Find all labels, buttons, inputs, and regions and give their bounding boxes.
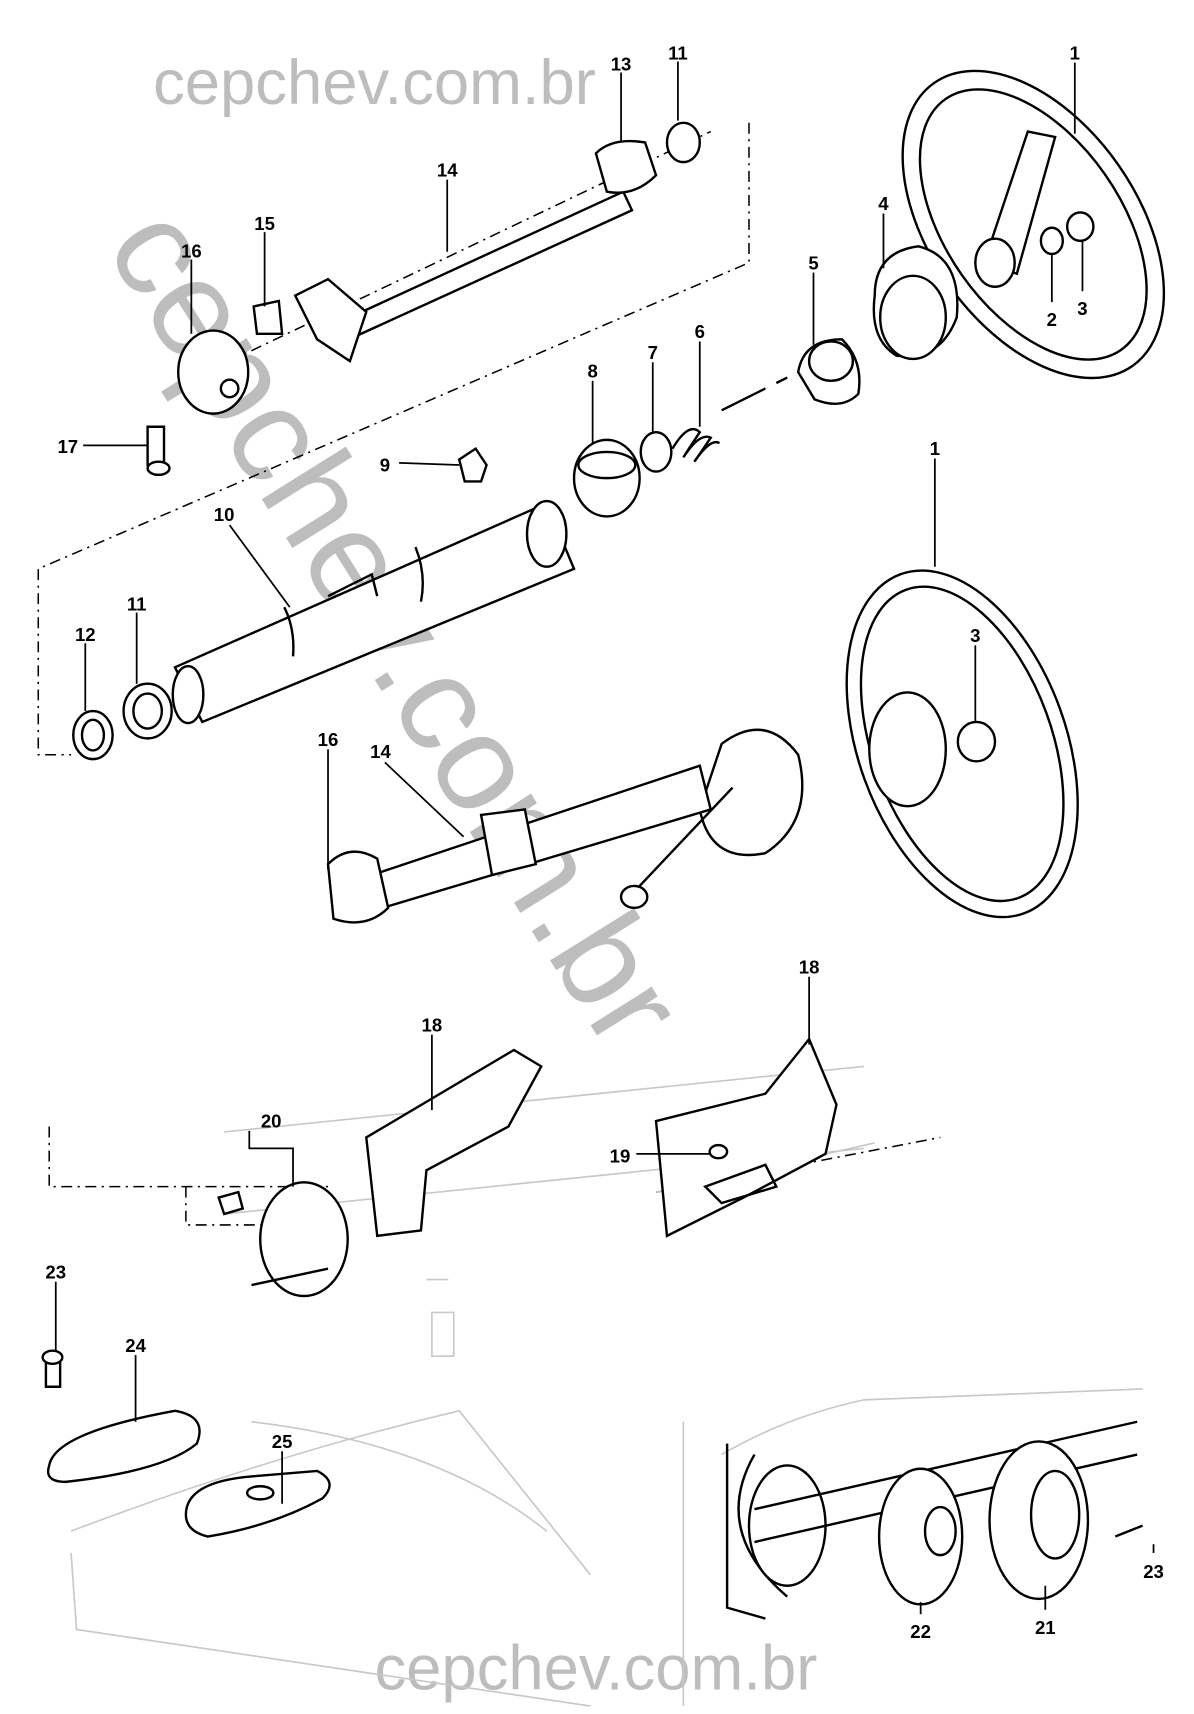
watermark-bottom: cepchev.com.br xyxy=(374,1634,817,1704)
callout-7: 7 xyxy=(648,342,658,363)
column-jacket xyxy=(171,499,576,725)
callout-5: 5 xyxy=(808,252,818,273)
callout-6: 6 xyxy=(695,321,705,342)
callout-3: 3 xyxy=(1077,298,1087,319)
watermark-top: cepchev.com.br xyxy=(153,48,596,118)
column-support-brackets xyxy=(217,1036,875,1357)
callout-11: 11 xyxy=(668,42,688,63)
callout-labels: 1 2 3 4 5 6 7 8 9 10 11 12 13 14 15 16 1… xyxy=(45,42,1163,1642)
leader-lines xyxy=(54,61,1155,1615)
callout-24: 24 xyxy=(125,1335,146,1356)
callout-2: 2 xyxy=(1047,309,1057,330)
callout-23-left: 23 xyxy=(45,1262,66,1283)
callout-16-lower: 16 xyxy=(318,729,339,750)
steering-shaft-upper xyxy=(146,121,701,477)
callout-3-lower: 3 xyxy=(970,625,980,646)
callout-21: 21 xyxy=(1035,1617,1056,1638)
callout-20: 20 xyxy=(261,1111,282,1132)
floor-seal-assembly xyxy=(41,1349,592,1707)
callout-15: 15 xyxy=(254,213,275,234)
callout-11-lower: 11 xyxy=(127,593,147,614)
callout-8: 8 xyxy=(587,361,597,382)
callout-22: 22 xyxy=(910,1621,931,1642)
callout-14-lower: 14 xyxy=(370,741,391,762)
bushings-left xyxy=(72,682,173,761)
callout-17: 17 xyxy=(57,436,78,457)
callout-13: 13 xyxy=(611,53,632,74)
callout-18-left: 18 xyxy=(422,1014,443,1035)
callout-4: 4 xyxy=(878,193,889,214)
callout-16: 16 xyxy=(181,240,202,261)
callout-10: 10 xyxy=(214,504,235,525)
callout-14: 14 xyxy=(437,159,458,180)
callout-23-right: 23 xyxy=(1143,1561,1164,1582)
callout-18-right: 18 xyxy=(799,956,820,977)
steering-column-lower xyxy=(326,569,1079,924)
callout-1-lower: 1 xyxy=(930,438,940,459)
callout-19: 19 xyxy=(610,1146,631,1167)
steering-wheel-upper xyxy=(721,69,1166,412)
callout-25: 25 xyxy=(272,1431,293,1452)
callout-9: 9 xyxy=(380,455,390,476)
callout-1: 1 xyxy=(1070,42,1080,63)
callout-12: 12 xyxy=(75,624,96,645)
spring-and-washers xyxy=(457,427,721,518)
firewall-seal-assembly xyxy=(682,1388,1144,1707)
